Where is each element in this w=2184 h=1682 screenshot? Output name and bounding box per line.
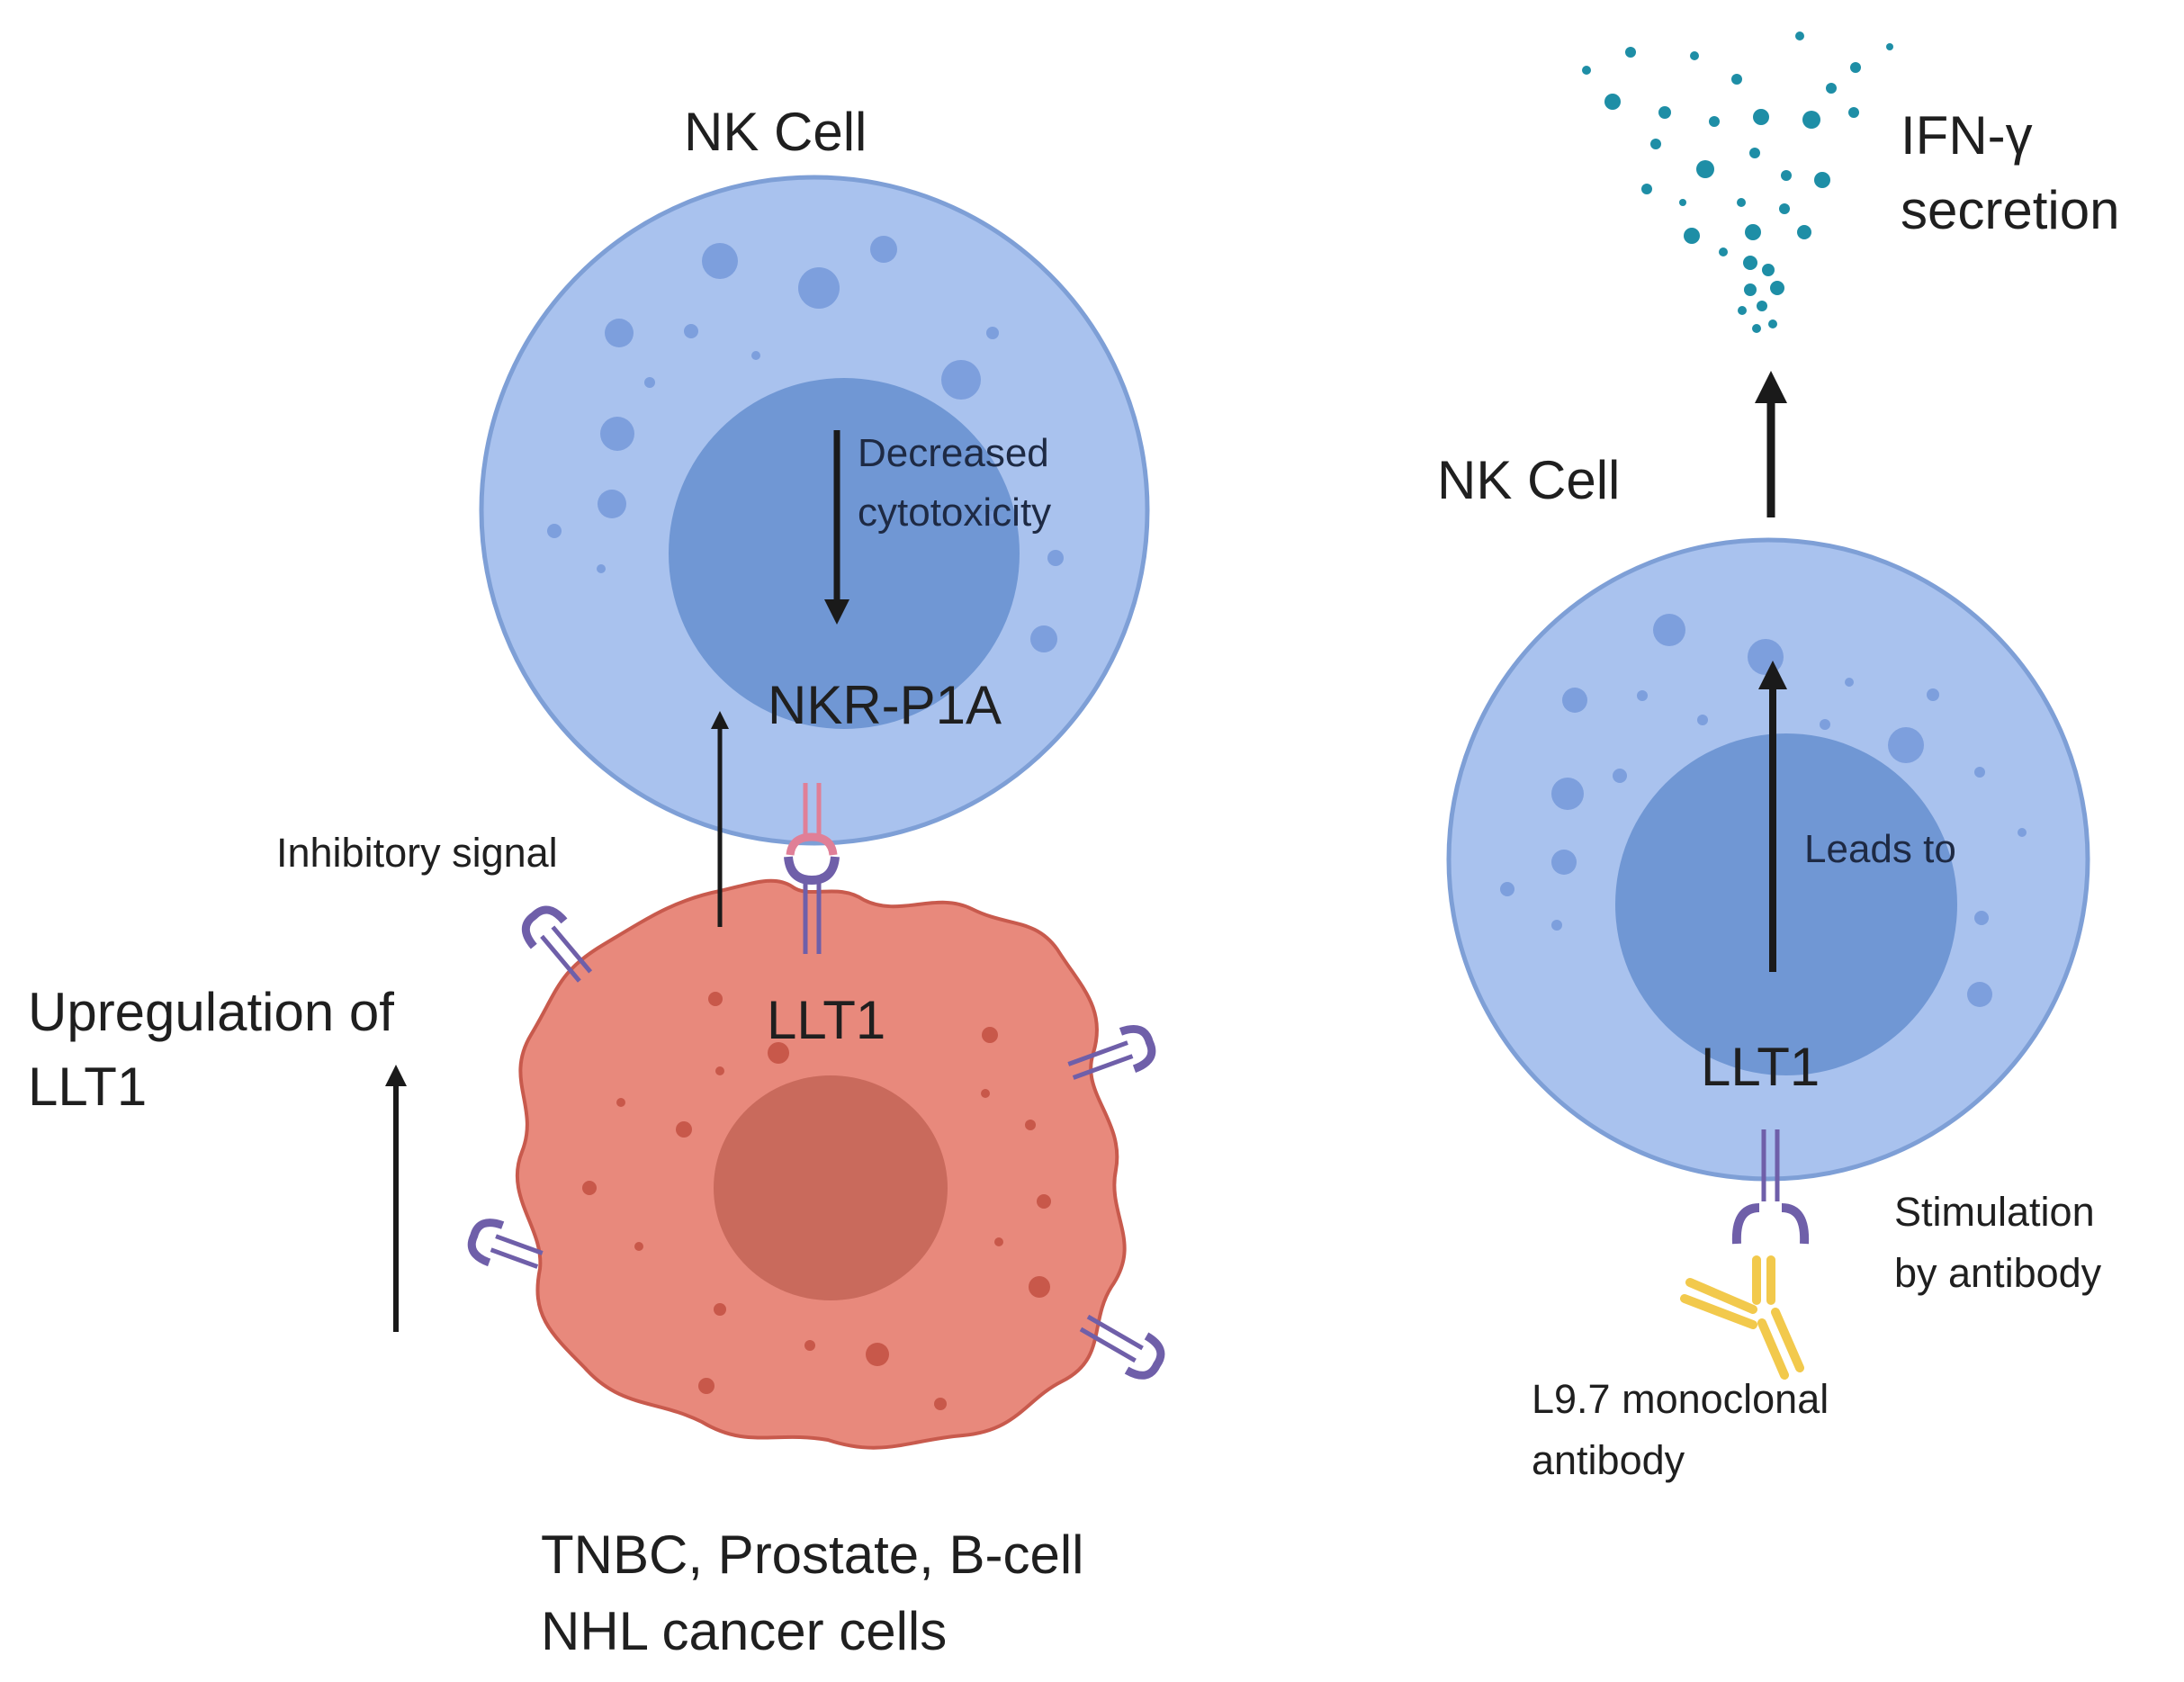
llt1-receptor <box>1079 1314 1165 1380</box>
nk-cell-left-nucleus <box>669 378 1020 729</box>
nk-cell-left-granules <box>547 236 1064 652</box>
stimulation-label-line2: by antibody <box>1894 1250 2102 1296</box>
llt1-label-right: LLT1 <box>1701 1037 1820 1097</box>
stimulation-label-line1: Stimulation <box>1894 1189 2095 1235</box>
upregulation-label-line2: LLT1 <box>28 1057 148 1117</box>
decreased-cytotoxicity-label-line2: cytotoxicity <box>858 490 1052 535</box>
decreased-cytotoxicity-label-line1: Decreased <box>858 431 1049 475</box>
llt1-receptor <box>521 905 593 983</box>
nk-cell-left-label: NK Cell <box>684 102 867 162</box>
cancer-cells-label-line2: NHL cancer cells <box>541 1601 948 1661</box>
nk-cell-right-label: NK Cell <box>1437 450 1621 510</box>
leads-to-label: Leads to <box>1804 827 1956 871</box>
nk-cell-right-nucleus <box>1615 733 1957 1075</box>
cancer-cells-label-line1: TNBC, Prostate, B-cell <box>541 1525 1084 1585</box>
inhibitory-signal-label: Inhibitory signal <box>276 830 558 876</box>
antibody-label-line1: L9.7 monoclonal <box>1532 1376 1829 1422</box>
nkr-p1a-label: NKR-P1A <box>768 675 1002 735</box>
ifn-gamma-label-line1: IFN-γ <box>1901 105 2033 166</box>
antibody-label-line2: antibody <box>1532 1437 1685 1483</box>
ifn-gamma-secretion-dots <box>1582 31 1893 333</box>
cancer-cell-granules <box>582 992 1051 1410</box>
ifn-gamma-label-line2: secretion <box>1901 180 2120 240</box>
llt1-receptor-center <box>784 856 840 954</box>
upregulation-label-line1: Upregulation of <box>28 982 394 1042</box>
l9-7-antibody <box>1680 1255 1804 1380</box>
nkr-p1a-receptor <box>786 783 838 856</box>
cancer-cell-nucleus <box>714 1075 948 1300</box>
llt1-receptor <box>467 1219 544 1269</box>
llt1-label-left: LLT1 <box>767 990 886 1050</box>
llt1-receptor <box>1067 1025 1156 1080</box>
llt1-receptor-right <box>1731 1129 1810 1245</box>
nk-cell-right-granules <box>1500 614 2027 1007</box>
